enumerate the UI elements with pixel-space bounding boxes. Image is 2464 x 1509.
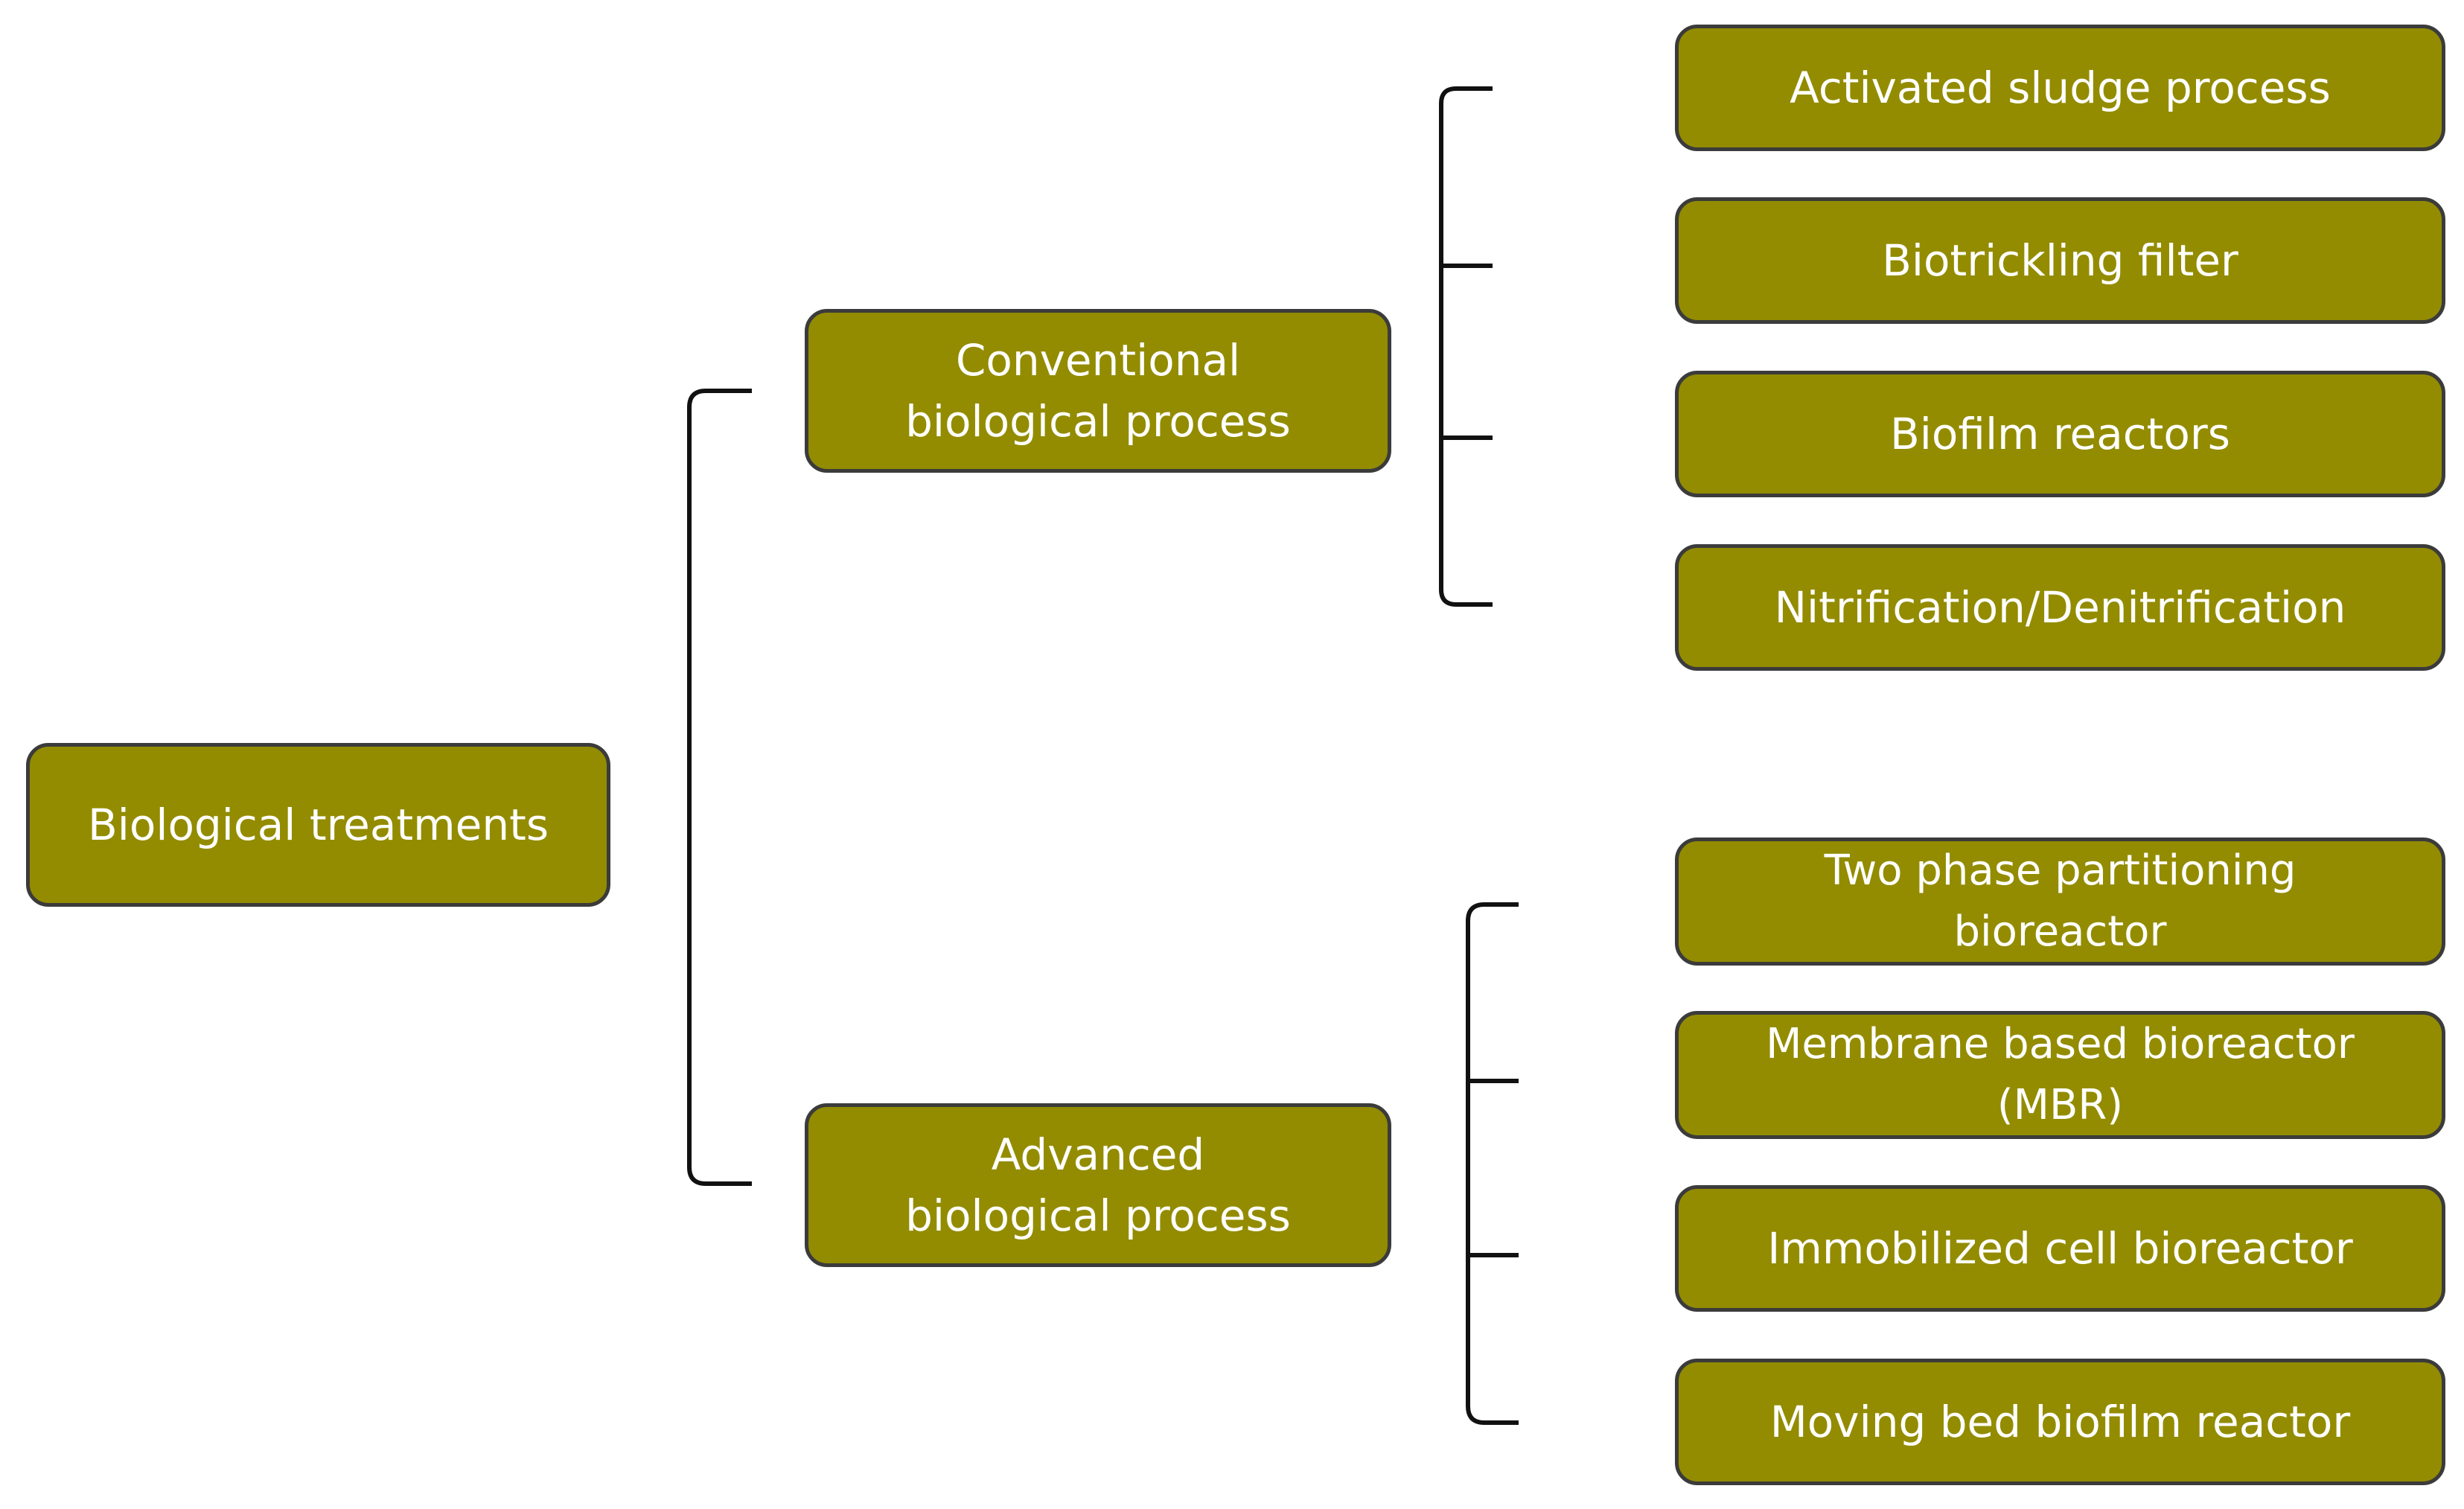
root-node: Biological treatments <box>26 743 610 907</box>
leaf-two-phase-partitioning-bioreactor: Two phase partitioning bioreactor <box>1675 838 2445 966</box>
leaf-immobilized-cell-bioreactor: Immobilized cell bioreactor <box>1675 1185 2445 1312</box>
leaf-biotrickling-filter: Biotrickling filter <box>1675 197 2445 324</box>
category-advanced-node: Advanced biological process <box>805 1103 1391 1267</box>
leaf-membrane-based-bioreactor: Membrane based bioreactor (MBR) <box>1675 1011 2445 1139</box>
leaf-moving-bed-biofilm-reactor: Moving bed biofilm reactor <box>1675 1359 2445 1485</box>
advanced-bracket <box>1466 902 1519 1425</box>
category-conventional-node: Conventional biological process <box>805 309 1391 473</box>
leaf-activated-sludge-process: Activated sludge process <box>1675 25 2445 151</box>
leaf-biofilm-reactors: Biofilm reactors <box>1675 371 2445 497</box>
leaf-nitrification-denitrification: Nitrification/Denitrification <box>1675 544 2445 671</box>
conventional-bracket <box>1439 86 1493 607</box>
root-bracket <box>687 389 752 1186</box>
